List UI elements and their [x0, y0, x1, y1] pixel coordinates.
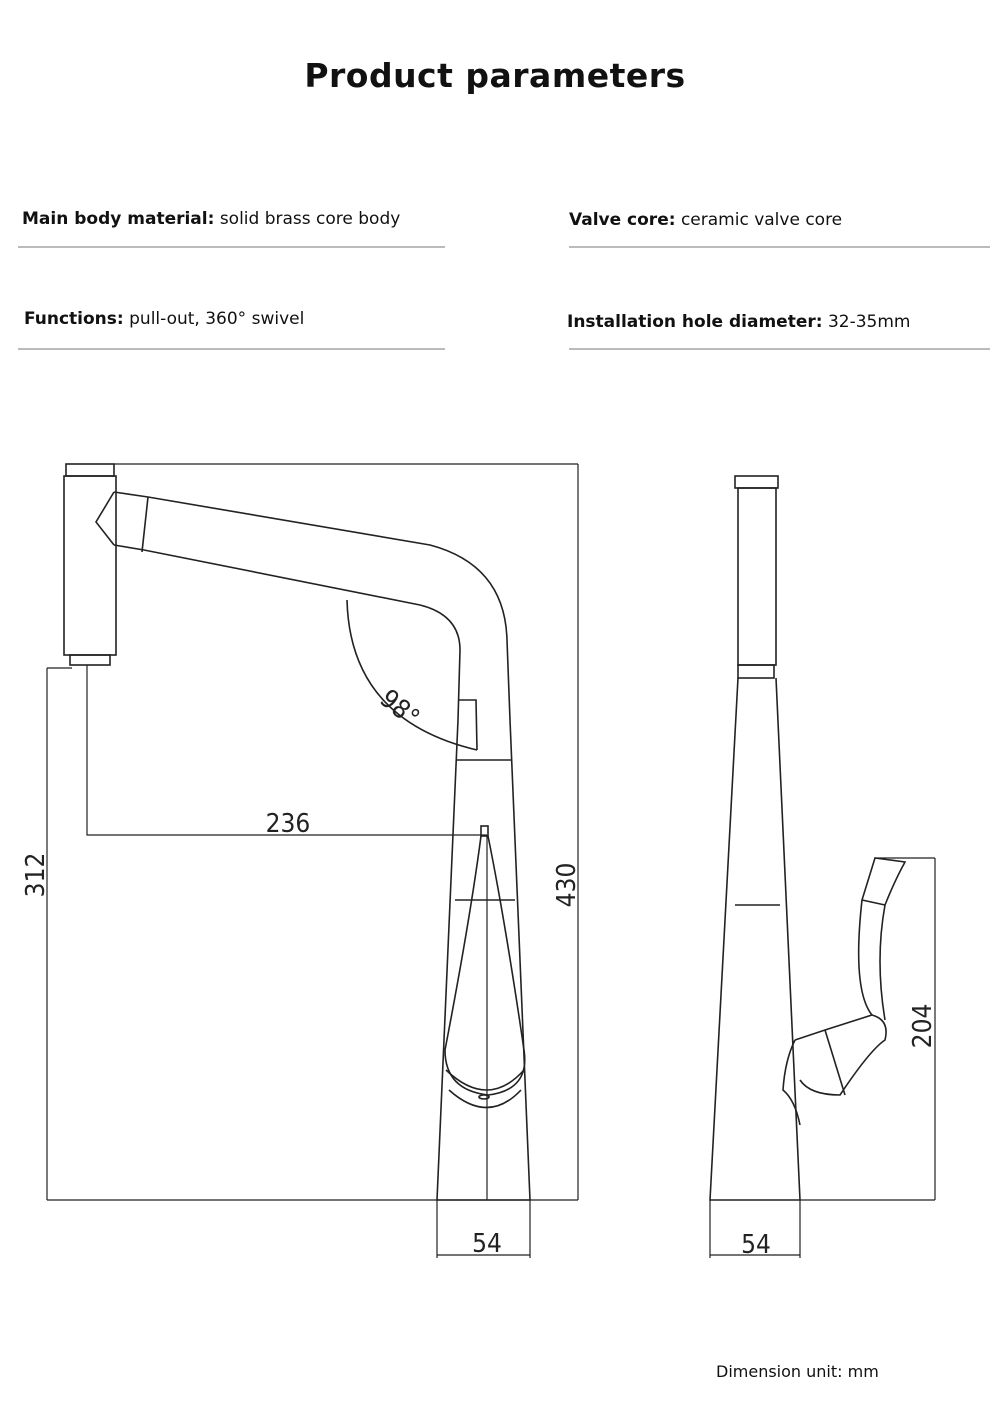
divider [18, 348, 445, 350]
page-title: Product parameters [304, 56, 686, 95]
param-valve-core: Valve core: ceramic valve core [569, 210, 843, 230]
unit-note: Dimension unit: mm [716, 1362, 879, 1381]
handle-height-label: 204 [908, 1004, 938, 1049]
param-hole-diameter: Installation hole diameter: 32-35mm [567, 312, 911, 332]
base-side-label: 54 [741, 1230, 771, 1260]
param-functions: Functions: pull-out, 360° swivel [24, 309, 305, 329]
front-view [46, 463, 579, 1258]
side-view [709, 475, 936, 1258]
reach-label: 236 [266, 809, 311, 839]
divider [569, 348, 990, 350]
divider [569, 246, 990, 248]
angle-label: 98° [374, 684, 425, 734]
divider [18, 246, 445, 248]
param-material: Main body material: solid brass core bod… [22, 209, 401, 229]
base-front-label: 54 [472, 1229, 502, 1259]
spout-height-label: 312 [21, 853, 51, 898]
total-height-label: 430 [552, 863, 582, 908]
